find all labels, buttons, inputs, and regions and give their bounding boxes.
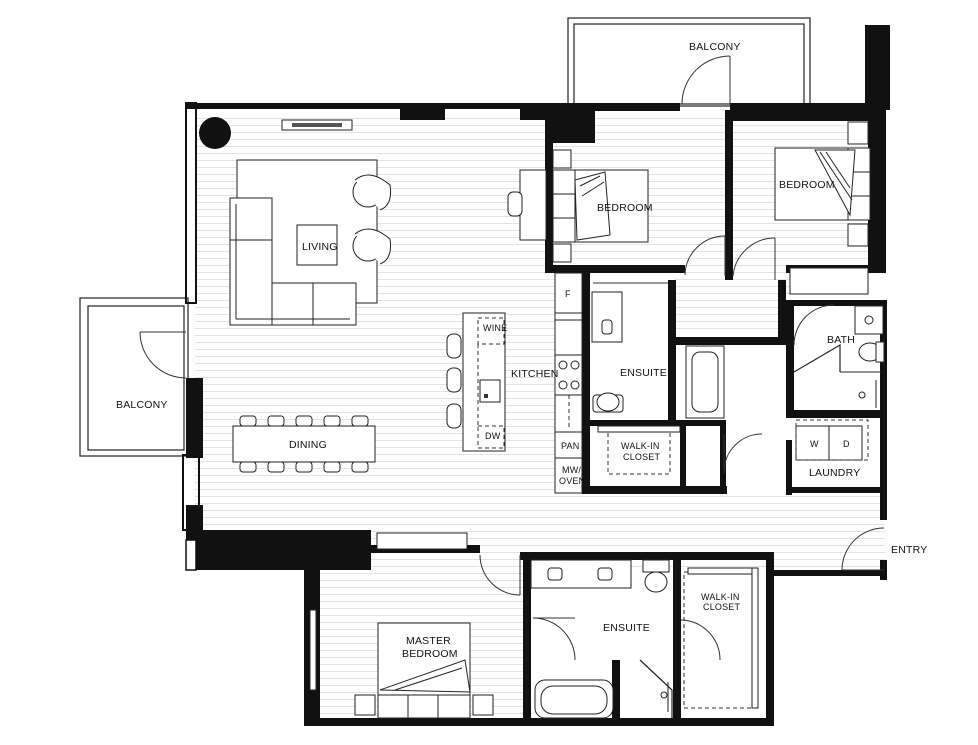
entry-door: [841, 527, 885, 571]
laundry-area: [795, 419, 869, 461]
bedroom-1-label: BEDROOM: [597, 202, 653, 214]
ensuite-2-label: ENSUITE: [603, 622, 650, 634]
master-label-1: MASTER: [406, 635, 451, 647]
dining-area: [232, 415, 376, 473]
mw-label-1: MW/: [562, 465, 581, 475]
dryer-label: D: [843, 439, 850, 449]
living-label: LIVING: [302, 241, 338, 253]
kitchen-label: KITCHEN: [511, 368, 559, 380]
bedroom-1-area: [507, 149, 726, 276]
bath-area: [793, 304, 885, 408]
ensuite-1-area: [591, 282, 763, 475]
mw-label-2: OVEN: [559, 476, 585, 486]
exterior-walls: [182, 25, 890, 726]
walkin-2-label-1: WALK-IN: [701, 592, 740, 602]
ensuite-1-label: ENSUITE: [620, 367, 667, 379]
master-label-2: BEDROOM: [402, 648, 458, 660]
fixture-labels: F WINE DW PAN MW/ OVEN W D: [483, 289, 850, 486]
room-labels: BALCONY BALCONY LIVING DINING KITCHEN BE…: [116, 41, 927, 660]
bath-label: BATH: [827, 334, 855, 346]
living-area: [199, 117, 391, 326]
walkin-1-label-2: CLOSET: [623, 452, 661, 462]
master-ensuite-area: [530, 559, 759, 719]
walkin-2-label-2: CLOSET: [703, 602, 741, 612]
fridge-label: F: [565, 289, 571, 299]
balcony-top-label: BALCONY: [689, 41, 741, 53]
balcony-left: [79, 297, 189, 457]
interior-walls: [523, 110, 886, 726]
kitchen-area: [446, 272, 583, 494]
wine-label: WINE: [483, 323, 507, 333]
master-bedroom-area: [354, 554, 521, 719]
walkin-1-label-1: WALK-IN: [621, 441, 660, 451]
dining-label: DINING: [289, 439, 327, 451]
bedroom-2-area: [732, 121, 871, 295]
entry-label: ENTRY: [891, 544, 927, 556]
washer-label: W: [810, 439, 819, 449]
dishwasher-label: DW: [485, 431, 501, 441]
pantry-label: PAN: [561, 441, 579, 451]
balcony-left-label: BALCONY: [116, 399, 168, 411]
bedroom-2-label: BEDROOM: [779, 179, 835, 191]
laundry-label: LAUNDRY: [809, 467, 860, 479]
balcony-top: [567, 17, 811, 107]
